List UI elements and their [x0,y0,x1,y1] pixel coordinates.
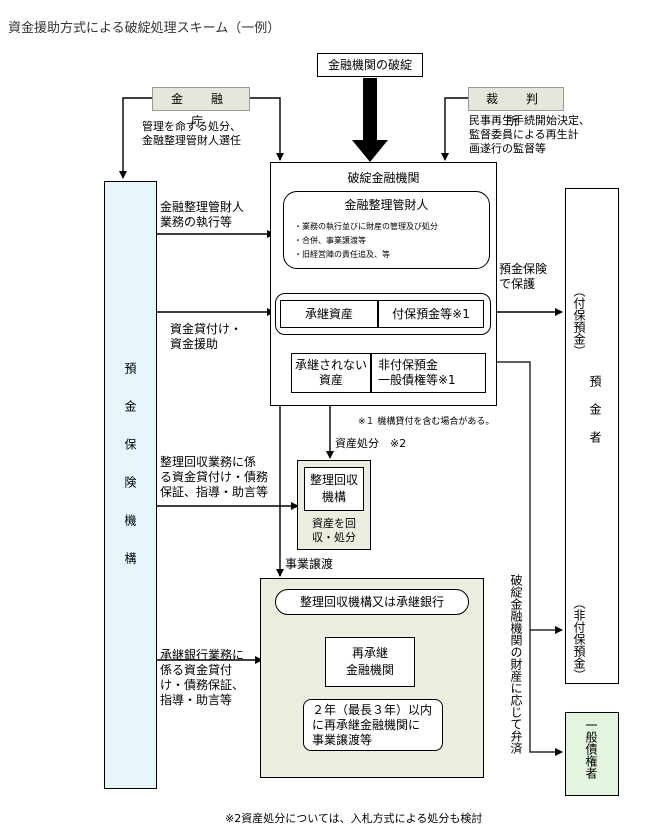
succeeding-frame: 承継資産 付保預金等※1 [275,293,491,335]
re-succeeding-box: 再承継 金融機関 [325,637,415,687]
insured-section-label: （付保預金） [572,285,586,357]
succeeding-assets-box: 承継資産 [280,300,378,328]
admin-duties-label: 金融整理管財人 業務の執行等 [160,200,245,229]
page-title: 資金援助方式による破綻処理スキーム（一例） [8,21,281,36]
dic-arrows [157,230,299,664]
footnote: ※2資産処分については、入札方式による処分も検討 [225,812,483,825]
court-node: 裁 判 所 [468,87,564,128]
non-succeeding-assets-box: 承継されない資産 [291,353,371,393]
fsa-arrows [119,97,284,179]
repayment-lines [485,361,563,756]
dic-label: 預金保険機構 [123,362,137,590]
note1: ※１ 機構貸付を含む場合がある。 [358,417,495,427]
failed-institution-panel: 破綻金融機関 金融整理管財人 ・業務の執行並びに財産の管理及び処分 ・合併、事業… [270,162,497,406]
bridge-bank-node: 整理回収機構又は承継銀行 [275,589,469,615]
insured-deposits-box: 付保預金等※1 [378,300,484,328]
transfer-note-box: ２年（最長３年）以内 に再承継金融機関に 事業譲渡等 [303,699,443,751]
depositors-column: （付保預金） 預金者 （非付保預金） [565,188,619,684]
depositors-label: 預金者 [588,375,602,459]
rcc-panel: 整理回収 機構 資産を回 収・処分 [297,460,371,550]
rcc-role-label: 資産を回 収・処分 [312,517,356,544]
creditors-label: 一般債権者 [584,719,598,779]
failure-arrow [352,78,388,162]
non-insured-deposits-box: 非付保預金 一般債権等※1 [371,353,486,393]
business-transfer-label: 事業譲渡 [285,557,334,571]
fsa-node: 金 融 庁 [152,87,250,128]
rcc-box: 整理回収 機構 [304,467,364,511]
creditors-box: 一般債権者 [565,712,619,796]
court-arrow [441,97,468,161]
dic-column: 預金保険機構 [104,181,157,789]
fsa-action-label: 管理を命ずる処分、 金融整理管財人選任 [142,120,241,147]
bridge-bank-panel: 整理回収機構又は承継銀行 再承継 金融機関 ２年（最長３年）以内 に再承継金融機… [260,578,484,778]
failed-institution-title: 破綻金融機関 [347,171,420,185]
loan-aid-label: 資金貸付け・ 資金援助 [170,322,243,351]
administrator-box: 金融整理管財人 ・業務の執行並びに財産の管理及び処分 ・合併、事業譲渡等 ・旧経… [283,191,490,269]
failure-node: 金融機関の破綻 [317,53,423,77]
deposit-protection-label: 預金保険 で保護 [499,262,548,291]
court-action-label: 民事再生手続開始決定、 監督委員による再生計 画遂行の監督等 [469,114,590,155]
administrator-title: 金融整理管財人 [344,198,429,212]
noninsured-section-label: （非付保預金） [572,597,586,681]
bridge-support-label: 承継銀行業務に 係る資金貸付 け・債務保証、 指導・助言等 [160,648,245,707]
asset-disposal-label: 資産処分 ※2 [335,437,407,450]
admin-item-3: ・旧経営陣の責任追及、等 [294,250,390,259]
repayment-label: 破綻金融機関の財産に応じて弁済 [509,574,523,754]
admin-item-1: ・業務の執行並びに財産の管理及び処分 [294,222,438,231]
admin-item-2: ・合併、事業譲渡等 [294,236,366,245]
rcc-support-label: 整理回収業務に係 る資金貸付け・債務 保証、指導・助言等 [160,455,269,499]
